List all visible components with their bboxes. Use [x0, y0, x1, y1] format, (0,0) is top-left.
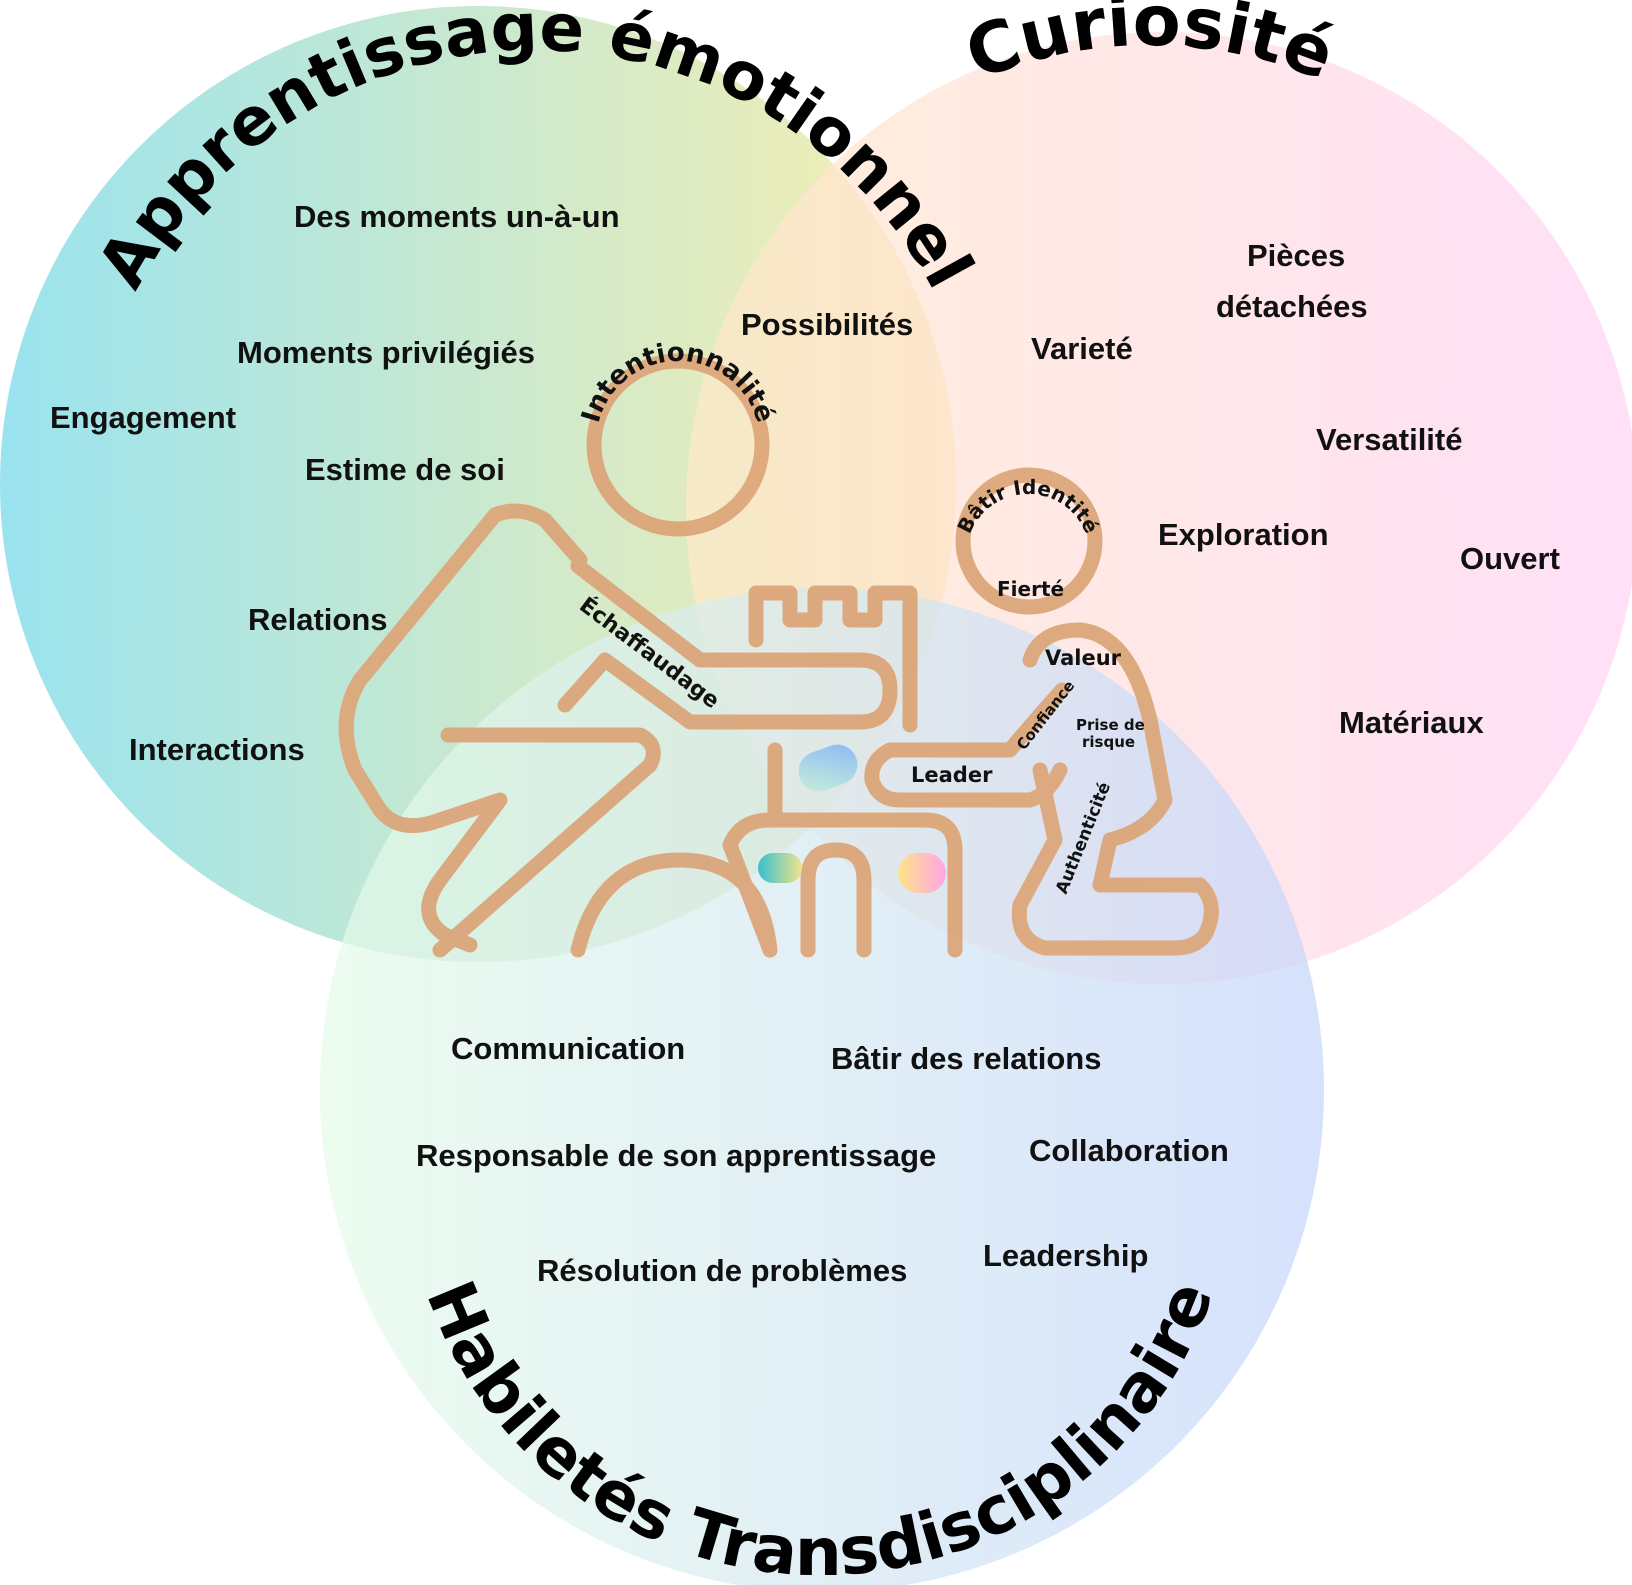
- label-estime-de-soi: Estime de soi: [305, 452, 505, 487]
- skills-labels: Communication Bâtir des relations Respon…: [416, 1031, 1229, 1288]
- label-fierte: Fierté: [997, 577, 1064, 601]
- venn-circles: [0, 6, 1632, 1585]
- label-leader: Leader: [911, 763, 993, 787]
- label-responsable-apprentissage: Responsable de son apprentissage: [416, 1138, 936, 1173]
- label-communication: Communication: [451, 1031, 685, 1066]
- pink-pill-icon: [898, 853, 946, 893]
- label-versatilite: Versatilité: [1316, 422, 1462, 457]
- label-resolution-problemes: Résolution de problèmes: [537, 1253, 907, 1288]
- teal-pill-icon: [758, 853, 802, 883]
- castle-door-icon: [800, 842, 872, 958]
- blue-pill-icon: [798, 744, 858, 792]
- label-prise-de: Prise de: [1076, 716, 1145, 734]
- label-engagement: Engagement: [50, 400, 236, 435]
- label-variete: Varieté: [1031, 331, 1133, 366]
- castle-base-icon: [722, 812, 963, 958]
- emotional-labels: Des moments un-à-un Moments privilégiés …: [50, 199, 620, 767]
- adult-body-icon: [338, 503, 588, 953]
- child-body-icon: [1011, 622, 1219, 956]
- label-detachees: détachées: [1216, 289, 1368, 324]
- adult-leg-icon: [432, 727, 661, 958]
- label-possibilites: Possibilités: [741, 307, 913, 342]
- label-moments-privilegies: Moments privilégiés: [237, 335, 535, 370]
- label-materiaux: Matériaux: [1339, 705, 1484, 740]
- label-pieces: Pièces: [1247, 238, 1345, 273]
- label-exploration: Exploration: [1158, 517, 1329, 552]
- child-arm-icon: [864, 682, 1070, 808]
- curiosity-labels: Pièces détachées Varieté Versatilité Exp…: [1031, 238, 1560, 740]
- castle-arch-icon: [570, 852, 778, 958]
- label-interactions: Interactions: [129, 732, 305, 767]
- label-ouvert: Ouvert: [1460, 541, 1560, 576]
- castle-tower-icon: [748, 585, 918, 733]
- label-valeur: Valeur: [1045, 646, 1122, 670]
- child-head-icon: [955, 467, 1103, 615]
- adult-arm-icon: [557, 558, 898, 730]
- label-leadership: Leadership: [983, 1238, 1148, 1273]
- label-batir-des-relations: Bâtir des relations: [831, 1041, 1101, 1076]
- label-collaboration: Collaboration: [1029, 1133, 1229, 1168]
- label-relations: Relations: [248, 602, 388, 637]
- label-risque: risque: [1082, 733, 1135, 751]
- adult-head-icon: [586, 353, 770, 537]
- label-moments-un-a-un: Des moments un-à-un: [294, 199, 620, 234]
